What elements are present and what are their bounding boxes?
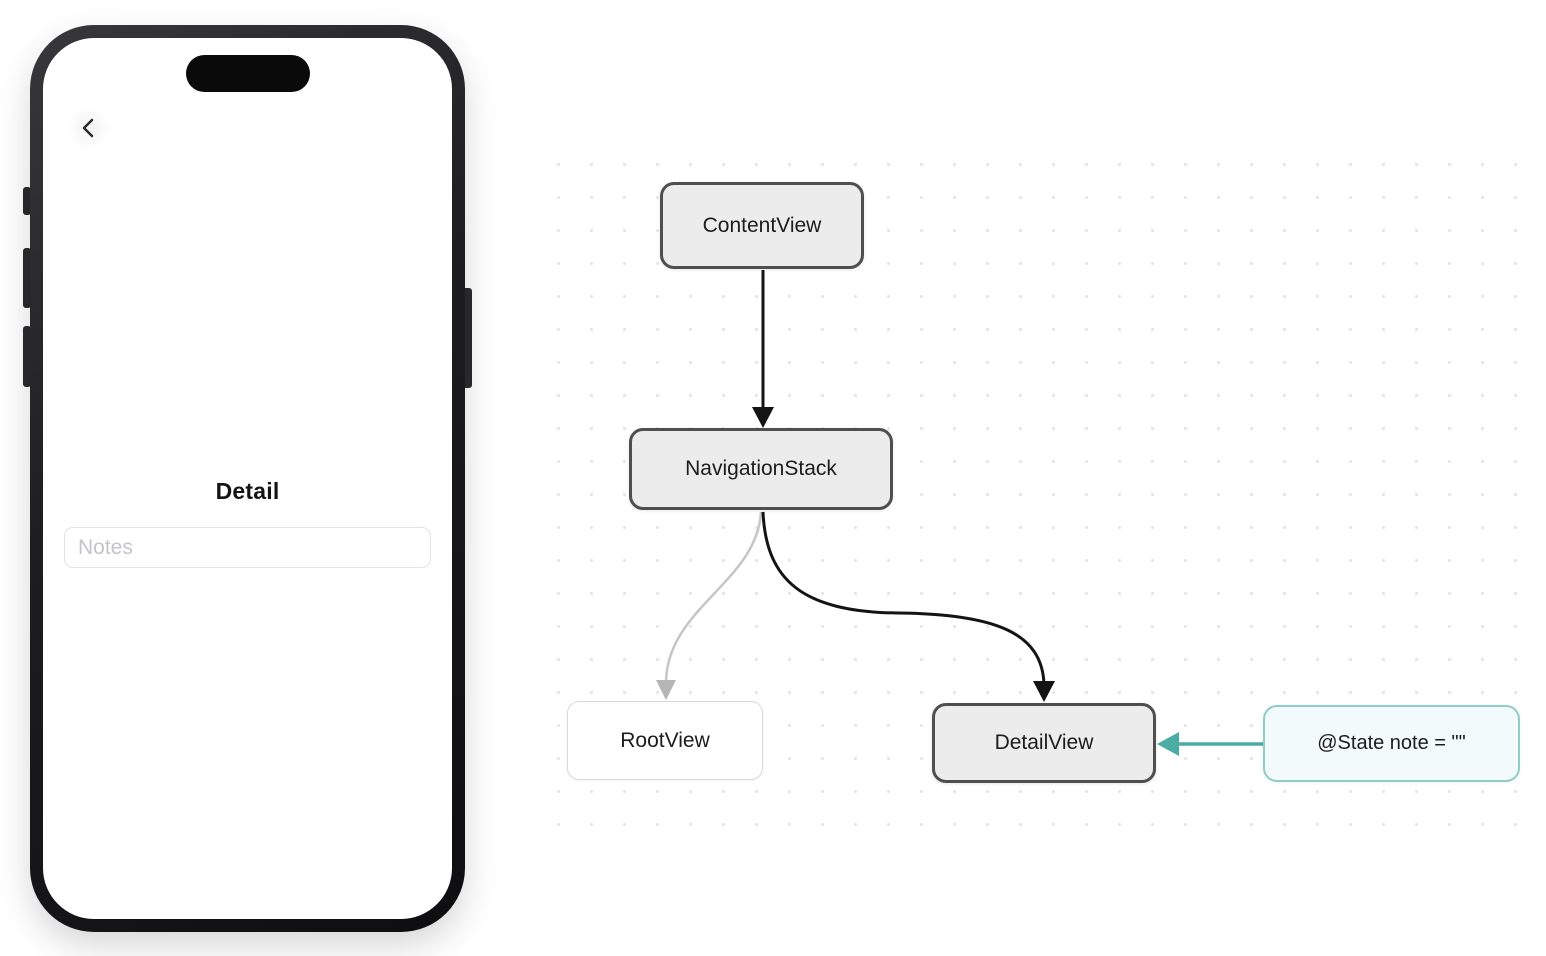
node-detailview: DetailView xyxy=(932,703,1156,783)
node-navigationstack: NavigationStack xyxy=(629,428,893,510)
node-label: NavigationStack xyxy=(685,457,837,480)
phone-volume-up-button xyxy=(23,248,31,308)
notes-input[interactable] xyxy=(64,527,431,568)
node-label: DetailView xyxy=(994,731,1094,754)
phone-power-button xyxy=(462,288,472,388)
phone-mute-switch xyxy=(23,187,31,215)
node-rootview: RootView xyxy=(567,701,763,780)
page-title: Detail xyxy=(215,478,280,504)
node-label: @State note = "" xyxy=(1317,732,1466,754)
phone-mockup: Detail xyxy=(30,25,465,932)
node-label: ContentView xyxy=(702,213,822,237)
node-contentview: ContentView xyxy=(660,182,864,269)
node-label: RootView xyxy=(620,728,710,752)
phone-volume-down-button xyxy=(23,326,31,387)
back-button[interactable] xyxy=(67,106,111,150)
dynamic-island xyxy=(185,55,310,92)
node-state-annotation: @State note = "" xyxy=(1263,705,1520,782)
back-chevron-icon xyxy=(78,115,100,141)
phone-screen: Detail xyxy=(43,38,452,919)
